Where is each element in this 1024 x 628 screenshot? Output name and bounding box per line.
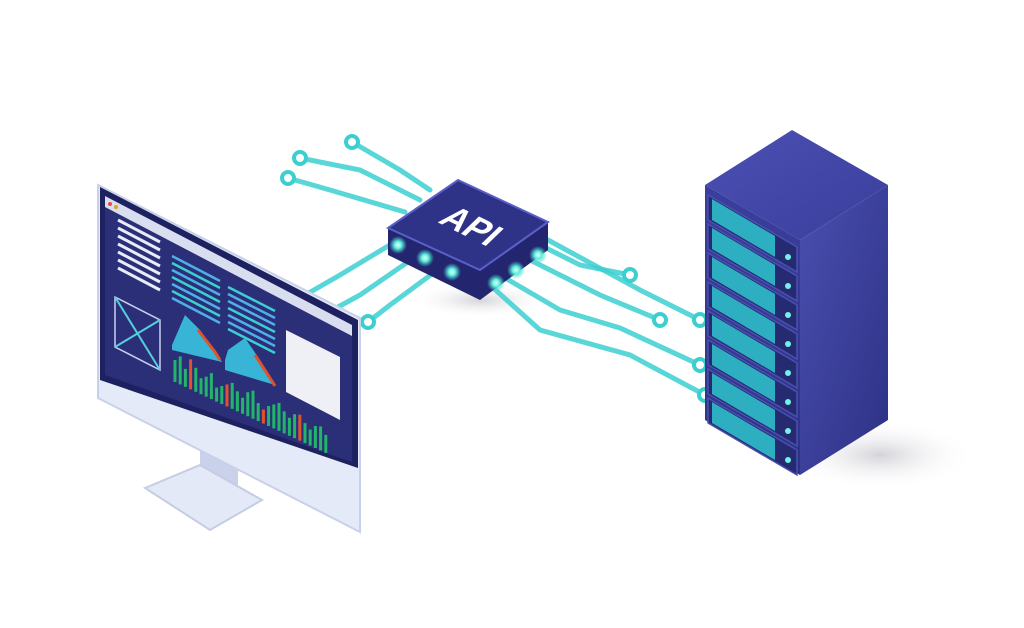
pin-glow	[443, 263, 461, 281]
pin-glow	[389, 236, 407, 254]
area-chart-2-trend	[253, 354, 277, 387]
server-rack	[705, 130, 888, 477]
api-chip: API	[385, 178, 550, 300]
pin-glow	[487, 274, 505, 292]
server-vent	[712, 199, 775, 257]
server-led	[785, 370, 791, 376]
pin-glow	[416, 249, 434, 267]
window-close-dot	[108, 202, 112, 206]
data-line	[227, 320, 276, 348]
server-led	[785, 312, 791, 318]
server-side	[800, 185, 888, 475]
data-line	[171, 254, 221, 283]
circuit-trace	[349, 139, 433, 193]
server-led	[785, 283, 791, 289]
pin-glow	[507, 261, 525, 279]
circuit-trace	[527, 257, 663, 323]
server-vent	[712, 257, 775, 315]
area-chart-2	[225, 338, 275, 385]
server-led	[785, 399, 791, 405]
data-line	[171, 268, 221, 297]
data-line	[227, 292, 276, 320]
server-vent	[712, 373, 775, 431]
circuit-trace	[487, 282, 708, 398]
data-line	[171, 261, 221, 290]
report-panel	[286, 330, 340, 420]
circuit-trace	[365, 265, 443, 325]
window-minimize-dot	[114, 205, 118, 209]
server-led	[785, 341, 791, 347]
trace-node	[344, 134, 360, 150]
server-vent	[712, 344, 775, 402]
trace-node	[692, 357, 708, 373]
server-led	[785, 428, 791, 434]
server-vent	[712, 228, 775, 286]
list-line	[117, 242, 161, 268]
list-line	[117, 234, 161, 260]
trace-node	[280, 170, 296, 186]
circuit-trace	[285, 175, 408, 215]
server-top	[705, 130, 888, 240]
server-units	[707, 193, 798, 477]
server-led	[785, 457, 791, 463]
data-line	[227, 306, 276, 334]
list-line	[117, 250, 161, 276]
trace-node	[360, 314, 376, 330]
list-line	[117, 258, 161, 284]
dashboard-panels	[117, 218, 329, 384]
browser-toolbar	[105, 196, 352, 336]
server-vent	[712, 402, 775, 460]
server-led	[785, 254, 791, 260]
data-line	[171, 289, 221, 318]
list-line	[117, 266, 161, 292]
circuit-trace	[297, 237, 401, 301]
data-line	[171, 275, 221, 304]
grid-diagonal	[114, 319, 161, 348]
server-vent	[712, 315, 775, 373]
monitor-base	[142, 463, 265, 532]
list-line	[117, 226, 161, 252]
trace-node	[652, 312, 668, 328]
area-chart-1	[172, 315, 222, 362]
list-line	[117, 218, 161, 244]
data-line	[227, 327, 276, 355]
bar-chart	[173, 356, 328, 453]
pin-glow	[529, 246, 547, 264]
trace-node	[622, 267, 638, 283]
data-line	[171, 296, 221, 325]
data-line	[227, 299, 276, 327]
data-line	[171, 282, 221, 311]
data-line	[227, 285, 276, 313]
chip-top	[385, 178, 550, 272]
circuit-trace	[545, 237, 703, 323]
server-vent	[712, 286, 775, 344]
data-line	[227, 313, 276, 341]
circuit-trace	[497, 272, 703, 368]
monitor	[97, 183, 361, 534]
circuit-trace	[297, 155, 423, 203]
area-chart-1-trend	[196, 329, 222, 361]
trace-node	[692, 312, 708, 328]
chip-pins	[389, 236, 547, 292]
trace-node	[292, 150, 308, 166]
